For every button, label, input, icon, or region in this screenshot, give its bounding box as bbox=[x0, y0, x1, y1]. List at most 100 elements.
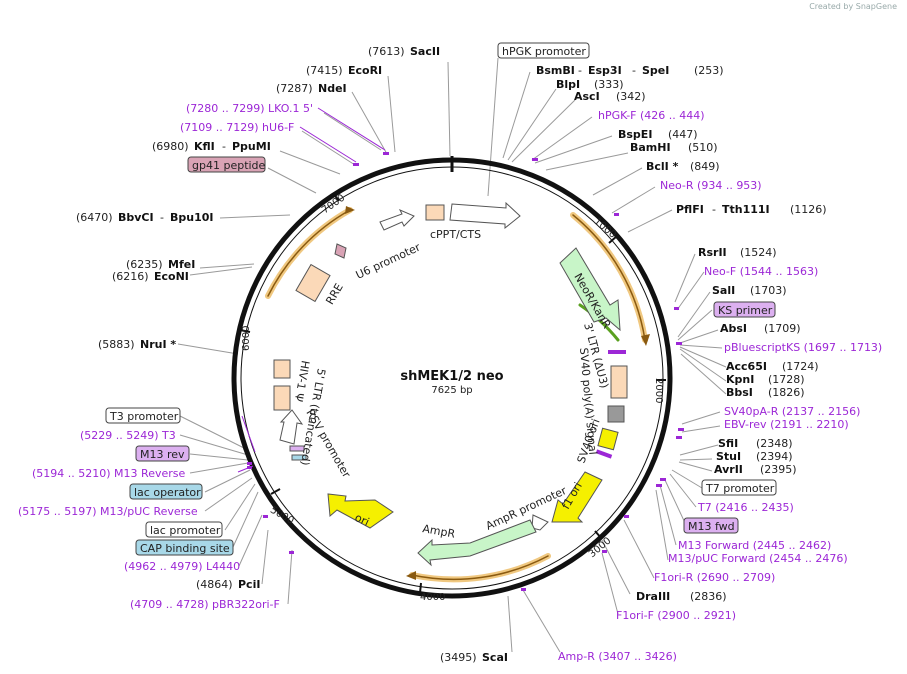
svg-text:-: - bbox=[578, 64, 582, 77]
m13rev-marker bbox=[289, 445, 305, 452]
kfli-pos: (6980) bbox=[152, 140, 189, 153]
ppumi-name: PpuMI bbox=[232, 140, 271, 153]
t3-label: (5229 .. 5249) T3 bbox=[80, 429, 176, 442]
arc-arrow-3 bbox=[406, 571, 416, 580]
pbluescript-label: pBluescriptKS (1697 .. 1713) bbox=[724, 341, 882, 354]
pflfi-pos: (1126) bbox=[790, 203, 827, 216]
nrui-name: NruI * bbox=[140, 338, 176, 351]
tick-label-4000: 4000 bbox=[420, 592, 445, 603]
m13puc-forward-label: M13/pUC Forward (2454 .. 2476) bbox=[668, 552, 848, 565]
m13puc-rev-label: (5175 .. 5197) M13/pUC Reverse bbox=[18, 505, 198, 518]
cppt-arrow bbox=[449, 201, 521, 230]
econi-pos: (6216) bbox=[112, 270, 149, 283]
kpni-name: KpnI bbox=[726, 373, 754, 386]
arc-arrow-1 bbox=[345, 206, 355, 214]
rsv-arrow bbox=[279, 409, 304, 445]
u6-promoter-arrow bbox=[379, 209, 415, 231]
asci-name: AscI bbox=[574, 90, 600, 103]
m13-fwd-box: M13 fwd bbox=[688, 520, 735, 533]
sv40ori-box bbox=[597, 427, 619, 451]
bcli-pos: (849) bbox=[690, 160, 720, 173]
esp3i-name: Esp3I bbox=[588, 64, 622, 77]
spei-name: SpeI bbox=[642, 64, 669, 77]
f1ori-arrow bbox=[551, 471, 603, 523]
tth111i-name: Tth111I bbox=[722, 203, 770, 216]
t7-primer-label: T7 (2416 .. 2435) bbox=[697, 501, 794, 514]
gp41-peptide-box: gp41 peptide bbox=[192, 159, 266, 172]
lac-promoter-box: lac promoter bbox=[150, 524, 221, 537]
rsrii-name: RsrII bbox=[698, 246, 727, 259]
blpi-name: BlpI bbox=[556, 78, 580, 91]
cap-binding-box: CAP binding site bbox=[140, 542, 230, 555]
t3-promoter-box: T3 promoter bbox=[109, 410, 179, 423]
sfii-pos: (2348) bbox=[756, 437, 793, 450]
neor-label: Neo-R (934 .. 953) bbox=[660, 179, 762, 192]
scai-name: ScaI bbox=[482, 651, 508, 664]
pflfi-name: PflFI bbox=[676, 203, 704, 216]
tick-marks bbox=[239, 192, 666, 594]
bbsi-pos: (1826) bbox=[768, 386, 805, 399]
feature-label-rre: RRE bbox=[323, 281, 345, 307]
leader-lines bbox=[177, 57, 727, 653]
acc65i-pos: (1724) bbox=[782, 360, 819, 373]
scai-pos: (3495) bbox=[440, 651, 477, 664]
feature-label-hiv: HIV-1 Ψ bbox=[292, 359, 312, 402]
lko-label: (7280 .. 7299) LKO.1 5' bbox=[186, 102, 313, 115]
bsmbi-pos: (253) bbox=[694, 64, 724, 77]
bbsi-name: BbsI bbox=[726, 386, 753, 399]
rre-box bbox=[295, 263, 331, 303]
feature-label-cppt: cPPT/CTS bbox=[430, 228, 481, 241]
m13fwd-marker bbox=[595, 449, 613, 459]
tick-label-2000: 2000 bbox=[653, 378, 664, 403]
ks-primer-box: KS primer bbox=[718, 304, 773, 317]
blpi-pos: (333) bbox=[594, 78, 624, 91]
ltr5-box bbox=[273, 359, 291, 379]
bcli-name: BclI * bbox=[646, 160, 679, 173]
arc-arrow-2 bbox=[641, 334, 650, 346]
lacop-marker bbox=[291, 454, 307, 461]
ampr-arrow bbox=[417, 519, 537, 567]
draiii-name: DraIII bbox=[636, 590, 670, 603]
bspei-name: BspEI bbox=[618, 128, 652, 141]
bbvci-name: BbvCI bbox=[118, 211, 154, 224]
svg-text:-: - bbox=[222, 140, 226, 153]
sali-pos: (1703) bbox=[750, 284, 787, 297]
sacii-pos: (7613) bbox=[368, 45, 405, 58]
absi-pos: (1709) bbox=[764, 322, 801, 335]
sv40pa-primer-label: SV40pA-R (2137 .. 2156) bbox=[724, 405, 860, 418]
ks-marker bbox=[608, 350, 626, 354]
stui-name: StuI bbox=[716, 450, 741, 463]
feature-label-ampr: AmpR bbox=[421, 522, 456, 541]
asci-pos: (342) bbox=[616, 90, 646, 103]
tick-label-6000: 6000 bbox=[241, 326, 252, 351]
kpni-pos: (1728) bbox=[768, 373, 805, 386]
tick-label-5000: 5000 bbox=[268, 505, 296, 527]
sacii-name: SacII bbox=[410, 45, 440, 58]
feature-label-u6: U6 promoter bbox=[354, 240, 423, 281]
sv40pa-box bbox=[607, 405, 625, 423]
primer-ticks bbox=[247, 152, 684, 591]
ecori-pos: (7415) bbox=[306, 64, 343, 77]
draiii-pos: (2836) bbox=[690, 590, 727, 603]
bpu10i-name: Bpu10I bbox=[170, 211, 214, 224]
m13-forward-label: M13 Forward (2445 .. 2462) bbox=[678, 539, 831, 552]
right-site-labels: BsmBI - Esp3I - SpeI (253) BlpI (333) As… bbox=[536, 64, 882, 622]
pbr-label: (4709 .. 4728) pBR322ori-F bbox=[130, 598, 280, 611]
feature-label-ori: ori bbox=[353, 511, 371, 529]
svg-text:-: - bbox=[632, 64, 636, 77]
avrii-pos: (2395) bbox=[760, 463, 797, 476]
nrui-pos: (5883) bbox=[98, 338, 135, 351]
created-by-label: Created by bbox=[809, 2, 854, 11]
pcii-pos: (4864) bbox=[196, 578, 233, 591]
pcii-name: PciI bbox=[238, 578, 260, 591]
ndei-pos: (7287) bbox=[276, 82, 313, 95]
ltr3-box bbox=[610, 365, 628, 399]
ebv-label: EBV-rev (2191 .. 2210) bbox=[724, 418, 849, 431]
ndei-name: NdeI bbox=[318, 82, 347, 95]
f1orir-label: F1ori-R (2690 .. 2709) bbox=[654, 571, 775, 584]
sfii-name: SfiI bbox=[718, 437, 738, 450]
bspei-pos: (447) bbox=[668, 128, 698, 141]
rsrii-pos: (1524) bbox=[740, 246, 777, 259]
cppt-box bbox=[425, 204, 445, 221]
